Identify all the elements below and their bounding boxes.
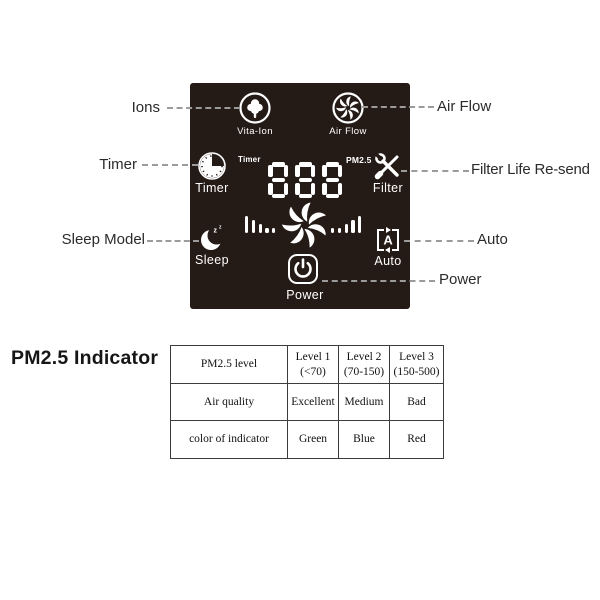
fan-icon bbox=[332, 92, 364, 124]
tree-ion-icon bbox=[239, 92, 271, 124]
sleep-label: Sleep bbox=[195, 253, 229, 267]
callout-ions: Ions bbox=[131, 99, 160, 116]
vita-ion-button[interactable]: Vita-Ion bbox=[225, 91, 285, 137]
clock-icon bbox=[198, 152, 226, 180]
power-button[interactable] bbox=[288, 254, 318, 284]
table-cell: Red bbox=[389, 420, 444, 459]
vita-ion-label: Vita-Ion bbox=[237, 126, 273, 137]
callout-line-sleep bbox=[147, 240, 199, 242]
display-digits bbox=[268, 162, 342, 198]
auto-cycle-icon: A bbox=[377, 227, 399, 253]
table-cell: Level 1 (<70) bbox=[287, 345, 339, 384]
callout-power: Power bbox=[439, 271, 482, 288]
auto-label: Auto bbox=[374, 254, 402, 268]
fan-spinner-icon bbox=[280, 200, 330, 250]
timer-button[interactable]: Timer bbox=[189, 151, 235, 195]
callout-line-timer bbox=[142, 164, 198, 166]
filter-label: Filter bbox=[372, 181, 404, 195]
table-cell: Excellent bbox=[287, 383, 339, 421]
filter-button[interactable]: Filter bbox=[365, 151, 411, 195]
fan-bars-left bbox=[245, 214, 276, 233]
table-cell: Bad bbox=[389, 383, 444, 421]
callout-line-power bbox=[322, 280, 435, 282]
callout-auto: Auto bbox=[477, 231, 508, 248]
air-flow-button[interactable]: Air Flow bbox=[318, 91, 378, 137]
callout-line-filter bbox=[401, 170, 469, 172]
table-row: Air quality Excellent Medium Bad bbox=[170, 383, 444, 421]
table-cell: Green bbox=[287, 420, 339, 459]
sleep-button[interactable]: z z Sleep bbox=[189, 223, 235, 268]
pm25-indicator-table: PM2.5 level Level 1 (<70) Level 2 (70-15… bbox=[170, 345, 444, 459]
callout-line-air-flow bbox=[362, 106, 434, 108]
fan-bars-right bbox=[331, 214, 362, 233]
display-timer-tag: Timer bbox=[238, 155, 261, 164]
table-cell: Air quality bbox=[170, 383, 288, 421]
moon-icon: z z bbox=[201, 225, 226, 250]
callout-timer: Timer bbox=[99, 156, 137, 173]
table-row: PM2.5 level Level 1 (<70) Level 2 (70-15… bbox=[170, 345, 444, 384]
wrench-screwdriver-icon bbox=[373, 151, 399, 180]
table-cell: color of indicator bbox=[170, 420, 288, 459]
callout-air-flow: Air Flow bbox=[437, 98, 492, 115]
table-cell: PM2.5 level bbox=[170, 345, 288, 384]
power-icon bbox=[294, 258, 312, 278]
svg-text:z: z bbox=[219, 225, 222, 231]
table-row: color of indicator Green Blue Red bbox=[170, 420, 444, 459]
table-cell: Blue bbox=[338, 420, 390, 459]
table-cell: Medium bbox=[338, 383, 390, 421]
callout-sleep-model: Sleep Model bbox=[61, 231, 145, 248]
table-cell: Level 3 (150-500) bbox=[389, 345, 444, 384]
display-pm25-tag: PM2.5 bbox=[346, 155, 372, 165]
power-label: Power bbox=[286, 288, 324, 302]
pm25-indicator-heading: PM2.5 Indicator bbox=[11, 347, 159, 369]
auto-button[interactable]: A Auto bbox=[365, 226, 411, 268]
air-flow-label: Air Flow bbox=[329, 126, 367, 137]
callout-filter-life: Filter Life Re-send bbox=[471, 161, 590, 178]
auto-glyph: A bbox=[383, 233, 393, 248]
svg-text:z: z bbox=[214, 228, 218, 235]
table-cell: Level 2 (70-150) bbox=[338, 345, 390, 384]
timer-label: Timer bbox=[195, 181, 229, 195]
control-panel: Vita-Ion Air Flow Timer bbox=[190, 83, 410, 309]
callout-line-ions bbox=[167, 107, 240, 109]
callout-line-auto bbox=[404, 240, 474, 242]
